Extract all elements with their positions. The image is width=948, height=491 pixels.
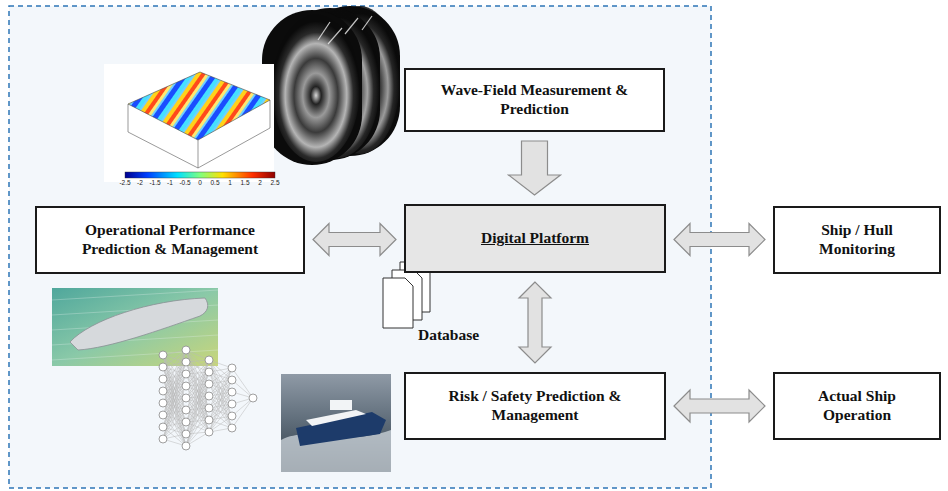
dashed-region xyxy=(9,6,711,488)
illustration-part xyxy=(128,72,270,140)
process-box: Ship / Hull Monitoring xyxy=(773,206,941,274)
illustration-part xyxy=(159,375,167,383)
illustration-part xyxy=(182,406,190,414)
illustration-part xyxy=(104,64,274,182)
illustration-part xyxy=(228,364,236,372)
illustration-part xyxy=(318,16,372,44)
colorbar-tick: -0.5 xyxy=(179,179,190,186)
colorbar-tick: 1.5 xyxy=(240,179,249,186)
illustration-part xyxy=(205,380,213,388)
illustration-part xyxy=(182,358,190,366)
illustration-part xyxy=(262,10,362,165)
illustration-part xyxy=(362,16,372,30)
block-arrow xyxy=(674,390,765,422)
illustration-part xyxy=(205,404,213,412)
illustration-part xyxy=(330,400,352,410)
colorbar-tick: 2.5 xyxy=(270,179,279,186)
database-label: Database xyxy=(418,326,479,344)
illustration-part xyxy=(318,22,330,40)
illustration-part xyxy=(182,430,190,438)
process-box: Actual Ship Operation xyxy=(773,372,941,440)
block-arrow xyxy=(519,282,551,363)
illustration-part xyxy=(159,399,167,407)
illustration-part xyxy=(205,392,213,400)
illustration-part xyxy=(182,394,190,402)
colorbar-tick: 2 xyxy=(258,179,262,186)
illustration-part xyxy=(159,435,167,443)
illustration-part xyxy=(228,400,236,408)
ship-photo xyxy=(281,374,391,472)
colorbar-tick: -2 xyxy=(137,179,143,186)
illustration-part xyxy=(128,104,198,168)
colorbar-tick: 0.5 xyxy=(210,179,219,186)
colorbar-tick: -2.5 xyxy=(119,179,130,186)
block-arrow xyxy=(509,141,561,195)
box-label: Ship / Hull Monitoring xyxy=(802,221,912,258)
illustration-part xyxy=(345,18,358,34)
process-box: Operational Performance Prediction & Man… xyxy=(35,206,305,274)
colorbar-tick: 1 xyxy=(228,179,232,186)
illustration-part xyxy=(182,418,190,426)
box-label: Digital Platform xyxy=(481,229,589,248)
cfd-hull-image xyxy=(52,288,218,366)
illustration-part xyxy=(228,412,236,420)
neural-network xyxy=(159,346,257,450)
illustration-part xyxy=(52,288,218,366)
colorbar-tick: 0 xyxy=(198,179,202,186)
illustration-part xyxy=(9,6,711,488)
illustration-part xyxy=(159,387,167,395)
process-box: Wave-Field Measurement & Prediction xyxy=(404,68,665,132)
illustration-part xyxy=(205,416,213,424)
box-label: Risk / Safety Prediction & Management xyxy=(435,387,635,424)
illustration-part xyxy=(306,410,366,426)
illustration-part xyxy=(70,298,208,350)
block-arrow xyxy=(674,224,765,256)
illustration-part xyxy=(163,350,253,446)
illustration-part xyxy=(159,411,167,419)
illustration-part xyxy=(205,368,213,376)
illustration-part xyxy=(159,363,167,371)
illustration-part xyxy=(281,374,391,472)
radar-images xyxy=(262,6,400,165)
illustration-part xyxy=(270,100,271,128)
illustration-part xyxy=(205,356,213,364)
block-arrow xyxy=(313,224,396,256)
illustration-part xyxy=(159,423,167,431)
illustration-part xyxy=(198,128,270,168)
illustration-part xyxy=(205,428,213,436)
illustration-part xyxy=(182,382,190,390)
illustration-part xyxy=(182,370,190,378)
box-label: Actual Ship Operation xyxy=(802,387,912,424)
process-box: Risk / Safety Prediction & Management xyxy=(404,372,666,440)
colorbar-tick: -1.5 xyxy=(149,179,160,186)
box-label: Operational Performance Prediction & Man… xyxy=(63,221,278,258)
illustration-part xyxy=(159,346,257,450)
wave-field-plot xyxy=(104,64,275,182)
illustration-part xyxy=(182,442,190,450)
illustration-part xyxy=(272,14,360,162)
illustration-part xyxy=(52,350,218,360)
illustration-part xyxy=(125,172,275,178)
box-label: Wave-Field Measurement & Prediction xyxy=(435,81,635,118)
illustration-part xyxy=(383,278,413,328)
illustration-part xyxy=(159,351,167,359)
illustration-part xyxy=(228,388,236,396)
illustration-part xyxy=(228,424,236,432)
illustration-part xyxy=(186,408,209,446)
illustration-part xyxy=(228,376,236,384)
illustration-part xyxy=(249,394,257,402)
illustration-part xyxy=(182,346,190,354)
colorbar-tick: -1 xyxy=(167,179,173,186)
illustration-part xyxy=(328,28,342,44)
illustration-part xyxy=(52,290,218,360)
platform-box: Digital Platform xyxy=(404,204,666,273)
